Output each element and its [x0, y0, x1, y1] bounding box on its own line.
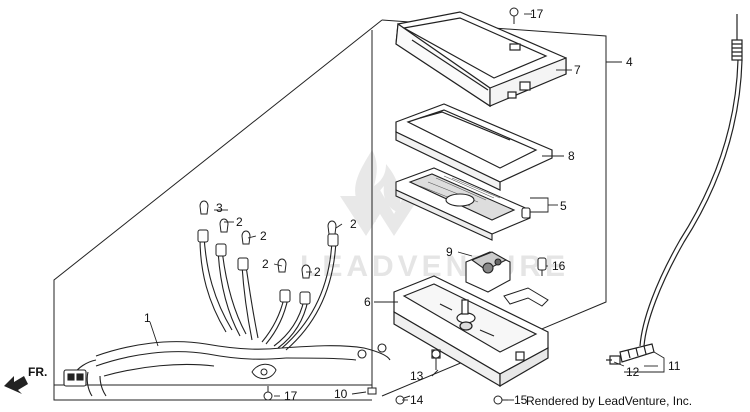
callout-14: 14	[410, 393, 424, 407]
case-bracket	[503, 287, 549, 307]
meter-unit	[465, 251, 511, 293]
screw-10	[367, 378, 377, 395]
meter-dial-plate	[395, 167, 531, 241]
direction-label: FR.	[28, 365, 47, 379]
callout-2-d: 2	[314, 265, 321, 279]
callout-12: 12	[626, 365, 640, 379]
callout-2-b: 2	[260, 229, 267, 243]
harness-clamp	[251, 363, 277, 379]
screw-17-bottom	[263, 386, 273, 401]
callout-2-c: 2	[262, 257, 269, 271]
callout-7: 7	[574, 63, 581, 77]
callout-2-e: 2	[350, 217, 357, 231]
screw-13	[431, 349, 441, 370]
front-direction-arrow: FR.	[4, 365, 47, 394]
callout-17-top: 17	[530, 7, 544, 21]
screw-14	[395, 395, 411, 405]
harness-sockets	[197, 229, 339, 305]
bulb-socket-16	[537, 257, 547, 276]
harness-connector	[63, 369, 87, 387]
callout-labels: 1 2 2 2 2 2 3 4 5 6 7 8 9 10 11 12 13 14…	[144, 7, 681, 407]
callout-8: 8	[568, 149, 575, 163]
callout-4: 4	[626, 55, 633, 69]
meter-lens-frame	[395, 103, 553, 191]
callout-17-bottom: 17	[284, 389, 298, 403]
callout-16: 16	[552, 259, 566, 273]
callout-11: 11	[668, 359, 681, 373]
screw-17-top	[509, 7, 519, 24]
callout-5: 5	[560, 199, 567, 213]
callout-2-a: 2	[236, 215, 243, 229]
callout-13: 13	[410, 369, 424, 383]
screws	[263, 7, 519, 405]
meter-case	[393, 275, 549, 388]
callout-6: 6	[364, 295, 371, 309]
callout-10: 10	[334, 387, 348, 401]
callout-9: 9	[446, 245, 453, 259]
callout-3: 3	[216, 201, 223, 215]
callout-15: 15	[514, 393, 528, 407]
credit-text: Rendered by LeadVenture, Inc.	[526, 394, 693, 408]
meter-top-cover	[395, 11, 567, 108]
callout-1: 1	[144, 311, 151, 325]
leader-lines	[149, 13, 665, 401]
